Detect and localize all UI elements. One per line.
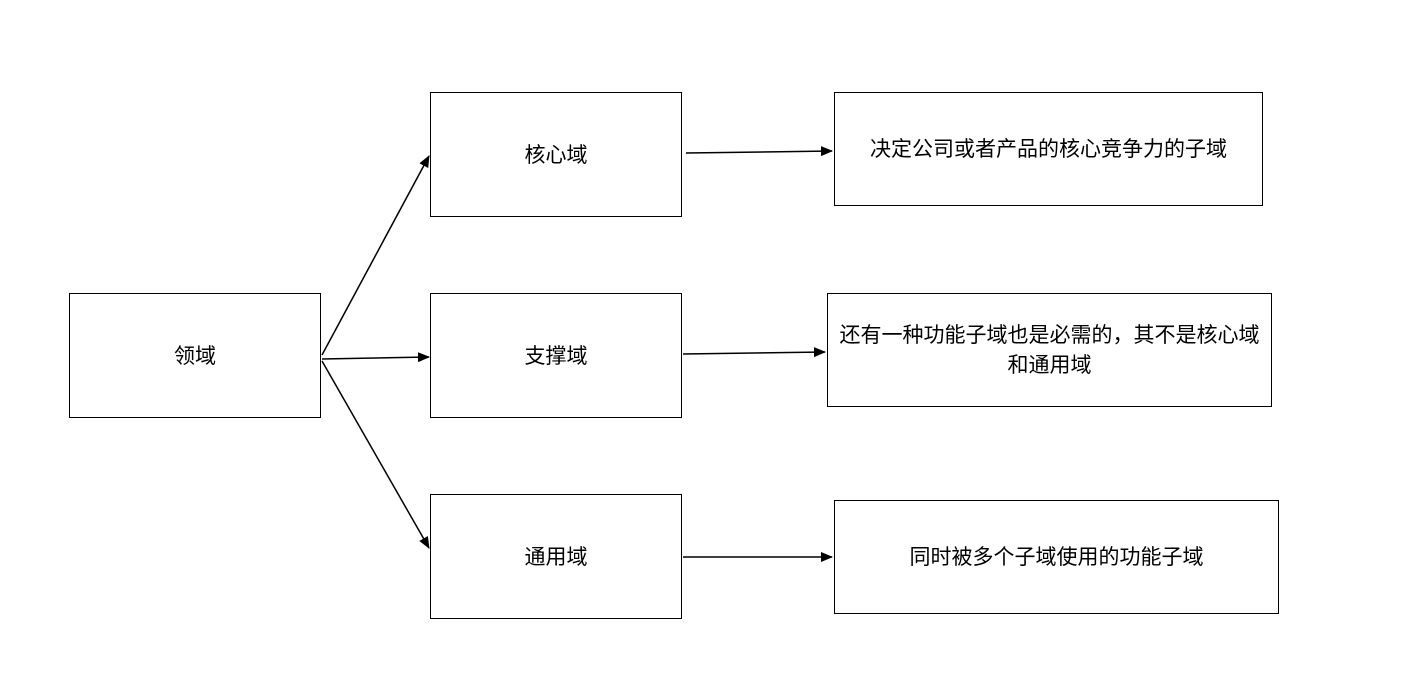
generic-domain-description: 同时被多个子域使用的功能子域	[909, 545, 1204, 569]
core-domain-label: 核心域	[524, 142, 588, 167]
arrow-support-to-description	[682, 347, 826, 358]
generic-domain-label: 通用域	[524, 544, 588, 569]
supporting-domain-description-box: 还有一种功能子域也是必需的，其不是核心域和通用域	[827, 293, 1272, 407]
generic-domain-description-box: 同时被多个子域使用的功能子域	[834, 500, 1279, 614]
core-domain-description-box: 决定公司或者产品的核心竞争力的子域	[834, 92, 1263, 206]
arrow-domain-to-support	[321, 352, 430, 363]
arrow-domain-to-generic	[321, 360, 430, 549]
supporting-domain-node: 支撑域	[430, 293, 682, 418]
arrow-domain-to-core	[321, 155, 430, 356]
arrow-core-to-description	[685, 146, 833, 157]
core-domain-description: 决定公司或者产品的核心竞争力的子域	[870, 137, 1227, 161]
domain-node-label: 领域	[174, 343, 216, 368]
supporting-domain-description: 还有一种功能子域也是必需的，其不是核心域和通用域	[839, 323, 1260, 377]
core-domain-node: 核心域	[430, 92, 682, 217]
domain-node: 领域	[69, 293, 321, 418]
generic-domain-node: 通用域	[430, 494, 682, 619]
supporting-domain-label: 支撑域	[524, 343, 588, 368]
